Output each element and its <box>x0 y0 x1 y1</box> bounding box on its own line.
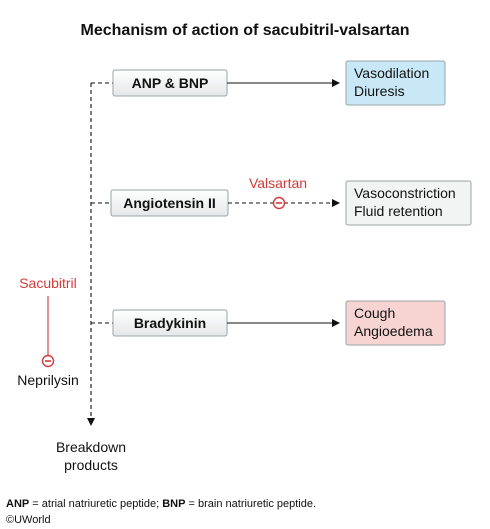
footnote-anp-text: = atrial natriuretic peptide; <box>29 498 162 510</box>
footnote-bnp-abbr: BNP <box>162 498 185 510</box>
sacubitril-label: Sacubitril <box>19 275 77 291</box>
outcome-line: Vasoconstriction <box>354 185 456 201</box>
outcome-box-cough: Cough Angioedema <box>345 300 446 346</box>
products-line: Breakdown <box>56 439 126 455</box>
valsartan-label: Valsartan <box>249 175 307 191</box>
diagram-title: Mechanism of action of sacubitril-valsar… <box>81 22 410 39</box>
outcome-line: Vasodilation <box>354 65 429 81</box>
substrate-box-bradykinin: Bradykinin <box>112 309 228 337</box>
outcome-box-vasodilation: Vasodilation Diuresis <box>345 60 446 106</box>
substrate-box-anp-bnp: ANP & BNP <box>112 69 228 97</box>
outcome-line: Fluid retention <box>354 203 443 219</box>
products-line: products <box>64 457 118 473</box>
footnote-anp-abbr: ANP <box>6 498 29 510</box>
outcome-line: Diuresis <box>354 83 405 99</box>
copyright-label: ©UWorld <box>6 514 51 526</box>
substrate-label: Bradykinin <box>134 315 206 331</box>
outcome-box-vasoconstriction: Vasoconstriction Fluid retention <box>345 180 472 226</box>
enzyme-label: Neprilysin <box>17 372 78 388</box>
sacubitril-inhibit-icon <box>41 354 55 368</box>
substrate-label: Angiotensin II <box>123 195 216 211</box>
abbreviations-footnote: ANP = atrial natriuretic peptide; BNP = … <box>6 498 316 510</box>
substrate-label: ANP & BNP <box>132 75 209 91</box>
valsartan-inhibit-icon <box>272 196 286 210</box>
outcome-line: Cough <box>354 305 395 321</box>
outcome-line: Angioedema <box>354 323 433 339</box>
substrate-box-angiotensin-ii: Angiotensin II <box>110 189 229 217</box>
footnote-bnp-text: = brain natriuretic peptide. <box>185 498 316 510</box>
